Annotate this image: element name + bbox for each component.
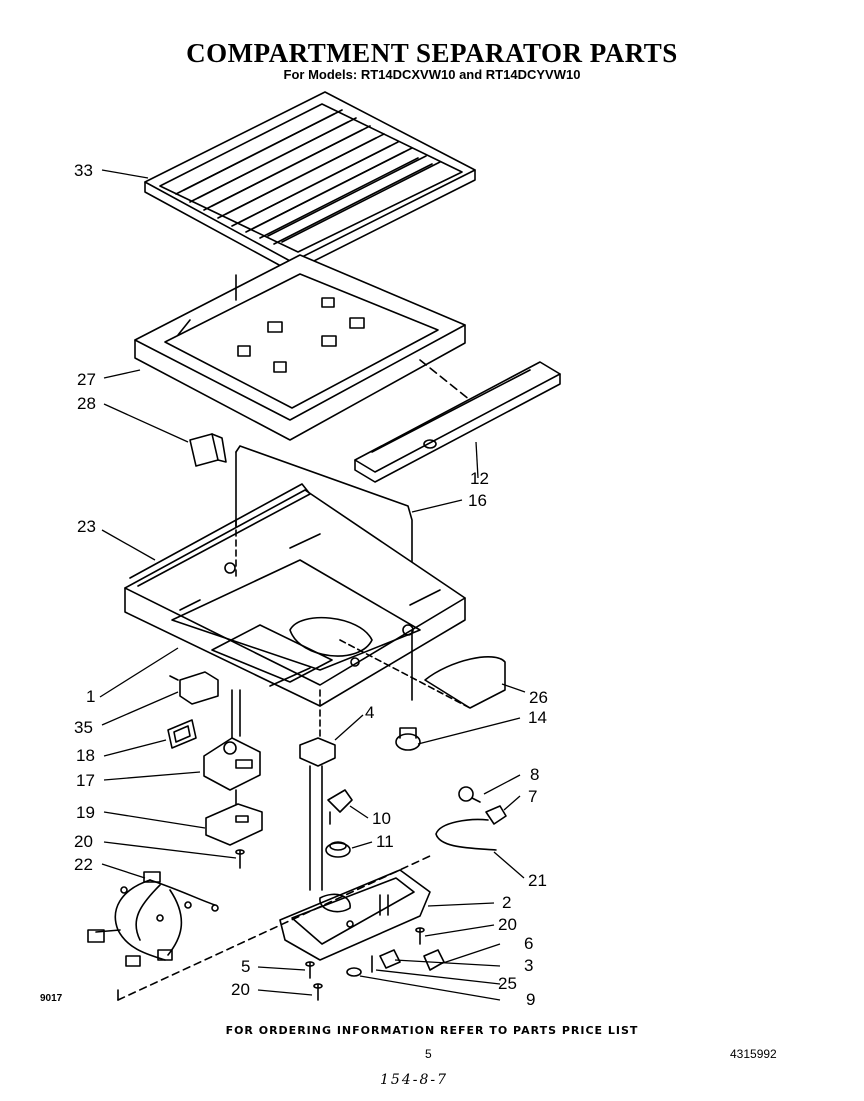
callout-3: 3 [524, 956, 533, 975]
part-1-separator-base [124, 483, 466, 707]
callout-35: 35 [74, 718, 93, 737]
callout-20-right: 20 [498, 915, 517, 934]
handwritten-note: 154-8-7 [380, 1072, 448, 1088]
callout-22: 22 [74, 855, 93, 874]
callout-25: 25 [498, 974, 517, 993]
part-18-lens [167, 719, 197, 749]
callout-26: 26 [529, 688, 548, 707]
ordering-note: FOR ORDERING INFORMATION REFER TO PARTS … [225, 1024, 639, 1037]
callout-4: 4 [365, 703, 374, 722]
part-10-thermostat [327, 789, 353, 825]
part-28-block [189, 433, 227, 467]
part-4-lamp-socket [299, 689, 336, 891]
part-33-grille-cover [144, 91, 476, 273]
callout-20-upper: 20 [74, 832, 93, 851]
callout-28: 28 [77, 394, 96, 413]
part-8-light-bulb [458, 786, 481, 803]
callout-21: 21 [528, 871, 547, 890]
part-14-grommet [395, 727, 421, 751]
part-35-switch [169, 671, 219, 705]
part-5-screw [305, 961, 315, 979]
callout-18: 18 [76, 746, 95, 765]
callout-2: 2 [502, 893, 511, 912]
callout-10: 10 [372, 809, 391, 828]
callout-9: 9 [526, 990, 535, 1009]
part-17-housing [203, 689, 261, 791]
part-26-cover [339, 639, 506, 709]
part-21-lamp-wire [435, 818, 497, 851]
callout-5: 5 [241, 957, 250, 976]
callout-19: 19 [76, 803, 95, 822]
callout-20-lower: 20 [231, 980, 250, 999]
callout-labels: 33 27 28 12 16 23 1 26 35 4 14 18 17 8 7… [74, 161, 548, 1009]
part-7-socket [485, 805, 507, 825]
model-subtitle: For Models: RT14DCXVW10 and RT14DCYVW10 [283, 67, 581, 82]
page-number: 5 [425, 1047, 432, 1061]
callout-17: 17 [76, 771, 95, 790]
callout-1: 1 [86, 687, 95, 706]
part-9-washer [346, 967, 362, 977]
callout-33: 33 [74, 161, 93, 180]
part-2-lower-housing [279, 869, 431, 961]
callout-8: 8 [530, 765, 539, 784]
page-title: COMPARTMENT SEPARATOR PARTS [186, 38, 678, 68]
part-6-connector [423, 949, 445, 971]
callout-23: 23 [77, 517, 96, 536]
part-3-switch [379, 949, 401, 969]
callout-6: 6 [524, 934, 533, 953]
document-number: 4315992 [730, 1047, 777, 1061]
part-12-rail [354, 359, 561, 483]
part-27-frame [134, 254, 466, 441]
part-11-knob [325, 841, 351, 858]
callout-7: 7 [528, 787, 537, 806]
callout-27: 27 [77, 370, 96, 389]
drawing-code: 9017 [40, 993, 63, 1004]
callout-11: 11 [376, 832, 394, 851]
part-19-bracket [205, 789, 263, 846]
callout-14: 14 [528, 708, 547, 727]
part-22-wire-harness [87, 871, 219, 967]
callout-12: 12 [470, 469, 489, 488]
callout-16: 16 [468, 491, 487, 510]
part-20-screw [235, 849, 425, 1001]
